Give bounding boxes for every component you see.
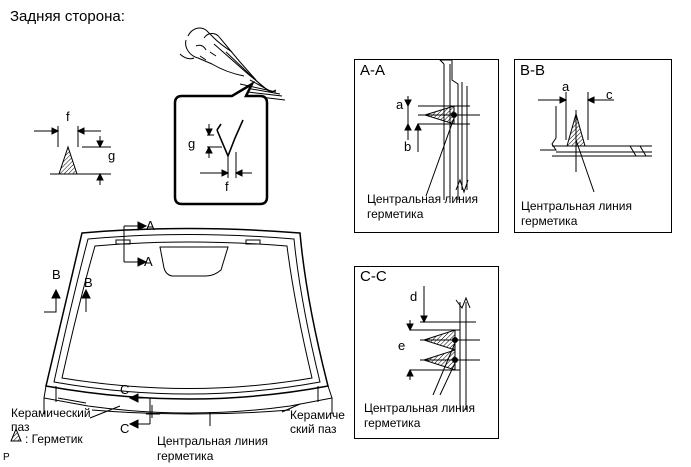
section-c-label-bottom: C	[120, 421, 130, 436]
corner-mark: P	[3, 452, 10, 463]
page-title: Задняя сторона:	[10, 8, 125, 25]
panel-aa-caption-line1: Центральная линия	[367, 192, 478, 206]
panel-bb-dim-a: a	[562, 79, 570, 94]
panel-aa-drawing	[404, 59, 480, 200]
panel-aa-dim-b: b	[404, 139, 412, 154]
center-line-label-line1: Центральная линия	[157, 434, 268, 448]
bead-profile-detail	[34, 126, 111, 185]
section-b-label-right: B	[84, 275, 93, 290]
dim-label-g-left: g	[108, 148, 116, 163]
panel-aa-dim-a: a	[396, 97, 404, 112]
center-line-label-line2: герметика	[157, 449, 214, 463]
dim-label-f-left: f	[66, 109, 70, 124]
sealant-gun-illustration	[179, 27, 286, 101]
panel-bb-drawing	[538, 92, 652, 193]
panel-aa	[354, 59, 499, 233]
ceramic-groove-right-line2: ский паз	[290, 422, 337, 436]
panel-cc-caption-line2: герметика	[364, 416, 421, 430]
panel-cc-drawing	[406, 286, 480, 410]
panel-cc-dim-e: e	[398, 338, 406, 353]
panel-aa-caption-line2: герметика	[367, 207, 424, 221]
section-a-label-bottom: A	[144, 254, 153, 269]
panel-bb-caption-line2: герметика	[521, 214, 578, 228]
panel-bb-heading: B-B	[520, 62, 546, 79]
sealant-legend-icon	[10, 427, 22, 442]
panel-cc-heading: C-C	[360, 268, 387, 285]
windshield	[43, 227, 333, 426]
section-c-label-top: C	[120, 382, 130, 397]
panel-cc-dim-d: d	[410, 289, 418, 304]
dim-label-f-mid: f	[225, 179, 229, 194]
dim-label-g-mid: g	[188, 136, 196, 151]
ceramic-groove-left-line2: паз	[11, 420, 30, 434]
section-a-label-top: A	[146, 218, 155, 233]
sealant-legend-label: : Герметик	[25, 432, 83, 446]
ceramic-groove-left-line1: Керамический	[11, 406, 91, 420]
panel-bb-caption-line1: Центральная линия	[521, 199, 632, 213]
panel-cc-caption-line1: Центральная линия	[364, 401, 475, 415]
panel-cc	[354, 266, 499, 439]
panel-bb-dim-c: c	[606, 87, 613, 102]
callout-bubble	[173, 80, 269, 206]
panel-bb	[514, 59, 672, 233]
ceramic-groove-right-line1: Керамиче	[290, 408, 345, 422]
panel-aa-heading: A-A	[360, 62, 386, 79]
section-markers	[44, 221, 301, 429]
section-b-label-left: B	[52, 267, 61, 282]
